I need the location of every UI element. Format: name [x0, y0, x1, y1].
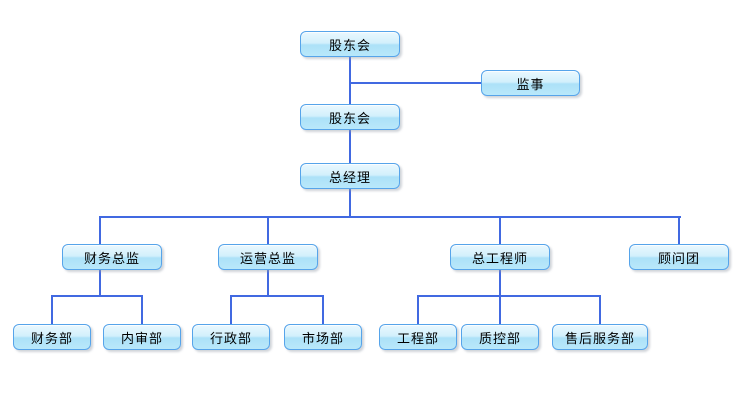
connector-operations-children-bus [230, 295, 324, 297]
org-node-quality-control-dept: 质控部 [461, 324, 539, 350]
connector-to-supervisor [349, 82, 481, 84]
connector-drop-internal-audit-dept [141, 295, 143, 324]
connector-finance-children-bus [51, 295, 143, 297]
org-node-supervisor: 监事 [481, 70, 580, 96]
org-node-internal-audit-dept: 内审部 [103, 324, 181, 350]
connector-drop-admin-dept [230, 295, 232, 324]
connector-shareholders-to-shareholders [349, 57, 351, 105]
connector-drop-after-sales-dept [599, 295, 601, 324]
connector-drop-finance-director [99, 216, 101, 244]
connector-drop-chief-engineer [499, 216, 501, 244]
connector-engineer-children-bus [417, 295, 601, 297]
connector-drop-engineering-dept [417, 295, 419, 324]
org-node-finance-dept: 财务部 [13, 324, 91, 350]
connector-drop-quality-control-dept [499, 295, 501, 324]
connector-operations-director-stub [267, 270, 269, 297]
connector-drop-advisory-group [678, 216, 680, 244]
org-node-chief-engineer: 总工程师 [450, 244, 550, 270]
org-node-advisory-group: 顾问团 [629, 244, 729, 270]
connector-drop-operations-director [267, 216, 269, 244]
org-node-marketing-dept: 市场部 [284, 324, 362, 350]
connector-gm-children-bus [99, 216, 681, 218]
org-node-engineering-dept: 工程部 [379, 324, 457, 350]
org-node-operations-director: 运营总监 [218, 244, 318, 270]
connector-shareholders-to-gm [349, 130, 351, 164]
connector-gm-to-bus [349, 189, 351, 218]
org-node-after-sales-dept: 售后服务部 [552, 324, 648, 350]
connector-drop-marketing-dept [322, 295, 324, 324]
org-node-shareholders-meeting-top: 股东会 [300, 31, 400, 57]
connector-drop-finance-dept [51, 295, 53, 324]
org-node-general-manager: 总经理 [300, 163, 400, 189]
connector-finance-director-stub [99, 270, 101, 297]
org-node-shareholders-meeting: 股东会 [300, 104, 400, 130]
connector-chief-engineer-stub [499, 270, 501, 297]
org-node-admin-dept: 行政部 [192, 324, 270, 350]
org-node-finance-director: 财务总监 [62, 244, 162, 270]
